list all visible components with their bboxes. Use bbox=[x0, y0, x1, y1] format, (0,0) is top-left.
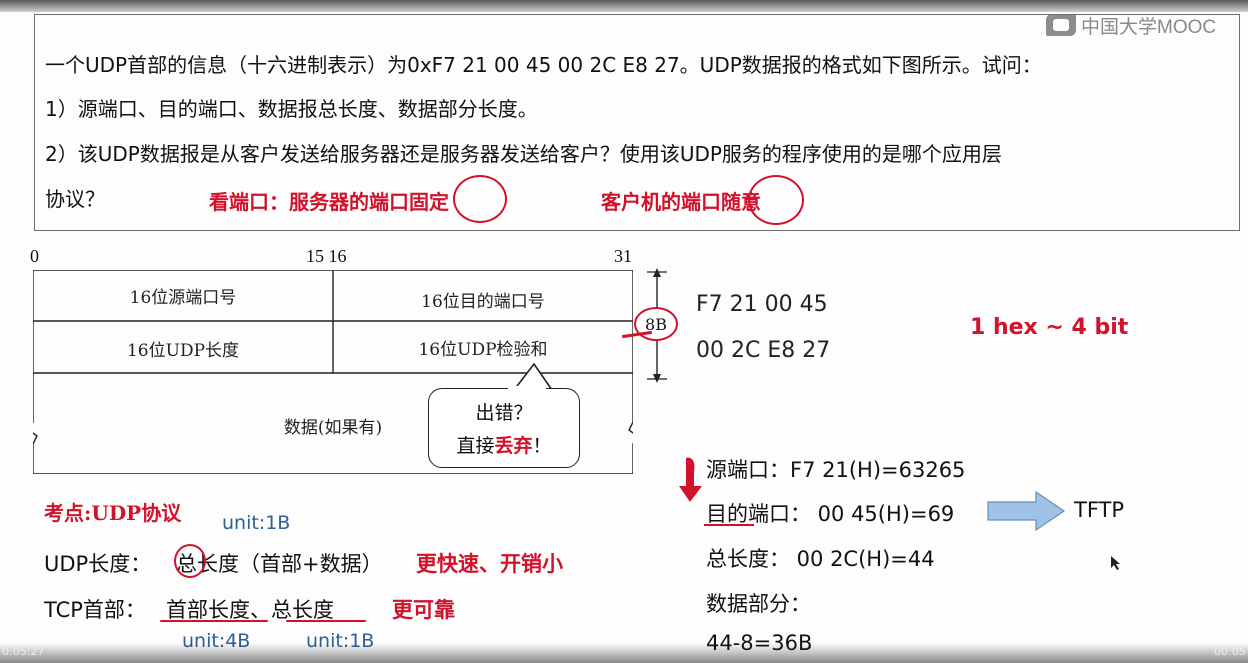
udp-length-value: 总长度（首部+数据） bbox=[176, 552, 383, 576]
annotation-underline bbox=[286, 620, 366, 622]
question-line-2: 1）源端口、目的端口、数据报总长度、数据部分长度。 bbox=[45, 97, 538, 121]
video-time-current: 0:05:27 bbox=[2, 645, 45, 658]
answer-data-label: 数据部分： bbox=[706, 592, 811, 616]
question-line-4: 协议？ bbox=[45, 187, 105, 211]
question-box: 一个UDP首部的信息（十六进制表示）为0xF7 21 00 45 00 2C E… bbox=[34, 14, 1240, 231]
bubble-line-1: 出错？ bbox=[475, 402, 533, 424]
bit-tick-0: 0 bbox=[30, 246, 39, 266]
annotation-circle bbox=[174, 544, 206, 578]
udp-length-field: 16位UDP长度 bbox=[126, 340, 240, 361]
answer-protocol: TFTP bbox=[1074, 498, 1125, 522]
bubble-tail-mask bbox=[508, 386, 546, 390]
annotation-underline bbox=[160, 620, 268, 622]
answer-total-length: 总长度： 00 2C(H)=44 bbox=[706, 547, 935, 571]
dst-port-field: 16位目的端口号 bbox=[421, 292, 545, 312]
bit-tick-31: 31 bbox=[614, 246, 632, 266]
video-progress-bar[interactable] bbox=[0, 643, 1248, 663]
question-line-1: 一个UDP首部的信息（十六进制表示）为0xF7 21 00 45 00 2C E… bbox=[45, 53, 1042, 77]
mooc-logo-icon bbox=[1046, 14, 1076, 36]
tcp-header-value: 首部长度、总长度 bbox=[166, 598, 334, 622]
annotation-underline bbox=[704, 524, 754, 526]
pointer-arrow-icon bbox=[679, 457, 702, 502]
mouse-cursor-icon bbox=[1111, 556, 1120, 570]
answer-dst-port: 目的端口： 00 45(H)=69 bbox=[706, 502, 955, 526]
tcp-header-label: TCP首部： bbox=[44, 598, 146, 622]
exam-point-note: 考点:UDP协议 bbox=[44, 501, 182, 525]
answer-src-port: 源端口：F7 21(H)=63265 bbox=[706, 458, 966, 482]
hint-server-port-fixed: 看端口：服务器的端口固定 bbox=[209, 190, 449, 214]
unit-note-udp: unit:1B bbox=[222, 512, 291, 534]
hint-client-port-random: 客户机的端口随意 bbox=[601, 190, 761, 214]
error-discard-bubble: 出错？ 直接丢弃！ bbox=[428, 388, 580, 468]
data-field: 数据(如果有) bbox=[283, 417, 383, 438]
udp-advantage: 更快速、开销小 bbox=[416, 552, 563, 576]
mooc-logo-text: 中国大学MOOC bbox=[1081, 16, 1217, 38]
video-time-total: 00:05 bbox=[1214, 645, 1246, 658]
header-size-label: 8B bbox=[634, 307, 678, 341]
udp-length-label: UDP长度： bbox=[44, 552, 152, 576]
udp-checksum-field: 16位UDP检验和 bbox=[418, 339, 548, 360]
question-line-3: 2）该UDP数据报是从客户发送给服务器还是服务器发送给客户？使用该UDP服务的程… bbox=[45, 142, 1002, 166]
bit-tick-15-16: 15 16 bbox=[306, 246, 347, 266]
mooc-logo: 中国大学MOOC bbox=[1046, 12, 1216, 38]
annotation-circle bbox=[453, 175, 507, 223]
hex-line-2: 00 2C E8 27 bbox=[696, 338, 831, 363]
tcp-advantage: 更可靠 bbox=[392, 598, 455, 622]
bubble-line-2: 直接丢弃！ bbox=[456, 435, 552, 457]
src-port-field: 16位源端口号 bbox=[129, 288, 237, 308]
hex-line-1: F7 21 00 45 bbox=[696, 292, 828, 317]
arrow-right-icon bbox=[987, 490, 1066, 532]
video-top-bar bbox=[0, 0, 1248, 12]
hex-bit-note: 1 hex ~ 4 bit bbox=[970, 315, 1129, 340]
annotation-circle bbox=[748, 175, 804, 225]
